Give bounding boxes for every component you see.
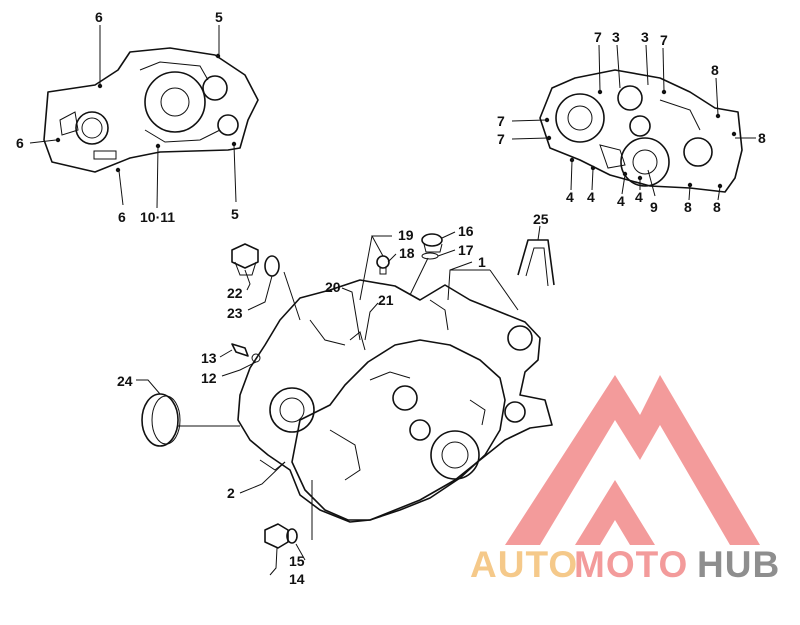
callout-7b: 7 [660, 32, 668, 48]
callout-12: 12 [201, 370, 217, 386]
plug-24 [141, 393, 181, 447]
main-assembly-leader-lines [136, 225, 541, 576]
callout-7c: 7 [497, 113, 505, 129]
callout-5a: 5 [215, 9, 223, 25]
callout-18: 18 [399, 245, 415, 261]
callout-8c: 8 [684, 199, 692, 215]
callout-5b: 5 [231, 206, 239, 222]
callout-4b: 4 [587, 189, 595, 205]
left-crankcase-half [43, 47, 259, 173]
callout-17: 17 [458, 242, 474, 258]
callout-22: 22 [227, 285, 243, 301]
bolt-22-washer-23 [231, 243, 280, 277]
callout-25: 25 [533, 211, 549, 227]
callout-24: 24 [117, 373, 133, 389]
watermark-text: AUTO MOTO HUB [470, 544, 780, 585]
callout-14: 14 [289, 571, 305, 587]
tube-25 [517, 239, 555, 287]
callout-8b: 8 [758, 130, 766, 146]
callout-21: 21 [378, 292, 394, 308]
right-crankcase-half [539, 69, 743, 193]
callout-1: 1 [478, 254, 486, 270]
bolt-15-14 [264, 523, 298, 549]
callout-3a: 3 [612, 29, 620, 45]
watermark-text-auto: AUTO [470, 544, 578, 585]
callout-13: 13 [201, 350, 217, 366]
callout-4d: 4 [635, 189, 643, 205]
callout-2: 2 [227, 485, 235, 501]
callout-9: 9 [650, 199, 658, 215]
callout-6b: 6 [16, 135, 24, 151]
watermark-logo-triangle-inner [575, 480, 655, 545]
main-crankcase-assembly [237, 279, 553, 523]
right-half-leader-lines [511, 44, 756, 201]
callout-15: 15 [289, 553, 305, 569]
callout-6c: 6 [118, 209, 126, 225]
watermark-logo-triangle-outer [505, 375, 760, 545]
callout-7a: 7 [594, 29, 602, 45]
callout-16: 16 [458, 223, 474, 239]
callout-8d: 8 [713, 199, 721, 215]
left-half-leader-lines [29, 25, 237, 209]
callout-20: 20 [325, 279, 341, 295]
callout-4c: 4 [617, 193, 625, 209]
callout-10-11: 10·11 [140, 209, 175, 225]
watermark-text-moto: MOTO [574, 544, 688, 585]
bolt-18-19 [376, 255, 390, 275]
watermark-logo [505, 375, 760, 545]
callout-8a: 8 [711, 62, 719, 78]
watermark-text-hub: HUB [697, 544, 780, 585]
callout-23: 23 [227, 305, 243, 321]
callout-3b: 3 [641, 29, 649, 45]
callout-19: 19 [398, 227, 414, 243]
callout-6a: 6 [95, 9, 103, 25]
callout-7d: 7 [497, 131, 505, 147]
callout-4a: 4 [566, 189, 574, 205]
